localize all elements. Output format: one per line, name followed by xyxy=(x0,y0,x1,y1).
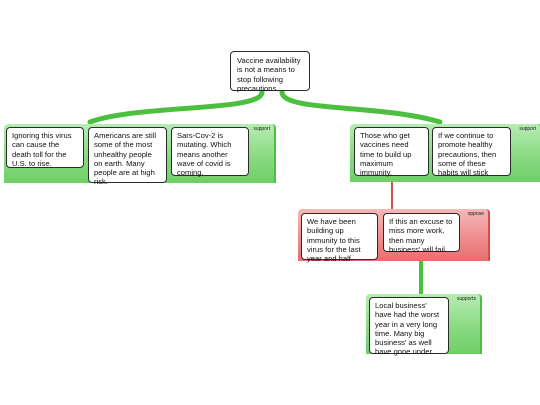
claim-node-maximum-immunity[interactable]: Those who get vaccines need time to buil… xyxy=(354,127,429,177)
claim-node-local-business[interactable]: Local business' have had the worst year … xyxy=(369,297,449,356)
claim-node-unhealthy-americans[interactable]: Americans are still some of the most unh… xyxy=(88,127,167,186)
claim-node-healthy-habits[interactable]: If we continue to promote healthy precau… xyxy=(432,127,511,177)
claim-node-death-toll[interactable]: Ignoring this virus can cause the death … xyxy=(6,127,84,168)
support-group-label: supports xyxy=(456,296,476,302)
connector-root-right-support xyxy=(279,89,443,125)
support-group-label: support xyxy=(253,126,270,132)
claim-node-mutating-virus[interactable]: Sars-Cov-2 is mutating. Which means anot… xyxy=(171,127,249,177)
root-claim-node[interactable]: Vaccine availability is not a means to s… xyxy=(230,51,310,93)
claim-node-built-immunity[interactable]: We have been building up immunity to thi… xyxy=(301,213,378,263)
claim-node-business-fail[interactable]: If this an excuse to miss more work, the… xyxy=(383,213,460,254)
oppose-group-label: oppose xyxy=(467,211,484,217)
connector-root-left-support xyxy=(87,89,265,125)
support-group-label: support xyxy=(519,126,536,132)
